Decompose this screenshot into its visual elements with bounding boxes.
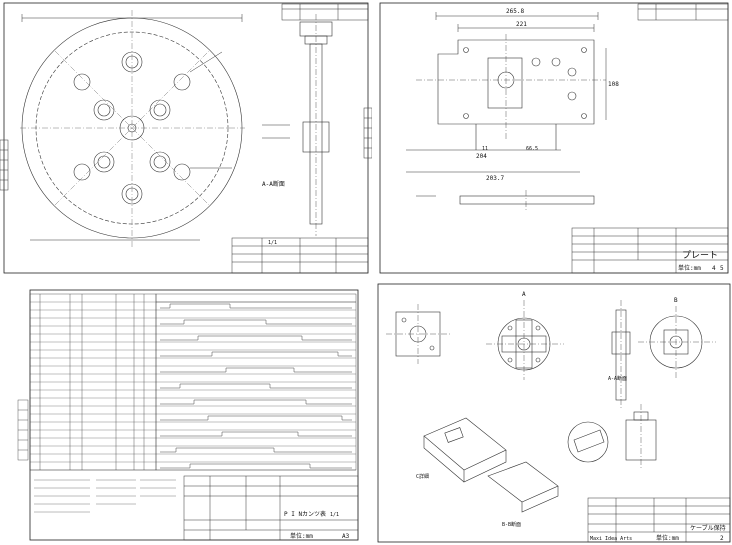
small-part <box>625 404 657 470</box>
detail-label-c: C詳細 <box>416 473 429 480</box>
cable-holder-title: ケーブル保持 <box>690 524 726 532</box>
unit-text-4: 単位:mm <box>656 534 679 542</box>
sheet-4-drawing: A A-A断面 B C詳細 B-B断面 <box>377 283 731 543</box>
section-label-bb: B-B断面 <box>502 521 521 528</box>
view-label-b: B <box>674 297 678 304</box>
plate-plan <box>416 34 606 150</box>
view-right <box>638 306 716 380</box>
scale-text: 1/1 <box>268 240 277 246</box>
title-block-1 <box>231 237 369 274</box>
sheet-total-2: 5 <box>720 265 724 272</box>
part-name: プレート <box>682 250 718 261</box>
dim-part-b: 66.5 <box>526 146 538 152</box>
timing-wave <box>160 415 352 421</box>
unit-text-3: 単位:mm <box>290 532 313 540</box>
drawing-sheet-2: 265.8 221 204 203.7 108 11 66.5 <box>376 0 732 278</box>
sheet-2-drawing: 265.8 221 204 203.7 108 11 66.5 <box>379 2 729 274</box>
scale-text-3: 1/1 <box>330 512 339 518</box>
timing-chart <box>155 293 357 471</box>
view-centre <box>486 300 564 380</box>
title-block-2 <box>571 227 729 274</box>
timing-wave <box>160 351 352 357</box>
dim-overall: 265.8 <box>506 8 524 15</box>
view-label-a: A <box>522 291 526 298</box>
timing-wave <box>160 447 352 453</box>
timing-wave <box>160 463 352 469</box>
iso-detail <box>423 417 507 483</box>
unit-text-2: 単位:mm <box>678 264 701 272</box>
view-side <box>611 300 631 410</box>
side-view <box>262 14 333 236</box>
view-left <box>386 304 452 364</box>
dim-lower-2: 203.7 <box>486 175 504 182</box>
sheet-no-4: 2 <box>720 535 724 542</box>
title-block-3 <box>183 475 359 541</box>
timing-wave <box>160 319 352 325</box>
sheet-no-2: 4 <box>712 265 716 272</box>
title-block-4 <box>587 497 731 543</box>
timing-wave <box>160 367 352 373</box>
dim-side: 108 <box>608 81 619 88</box>
dim-part-a: 11 <box>482 146 488 152</box>
sheet-id-3: A3 <box>342 533 350 540</box>
drawing-sheet-4: A A-A断面 B C詳細 B-B断面 <box>376 280 732 545</box>
timing-wave <box>160 303 352 309</box>
timing-wave <box>160 399 352 405</box>
sheet-3-drawing: P I Nカンツ表 1/1 単位:mm A3 <box>17 289 359 541</box>
dim-lower-1: 204 <box>476 153 487 160</box>
timing-wave <box>160 431 352 437</box>
drawing-sheet-3: P I Nカンツ表 1/1 単位:mm A3 <box>0 280 372 545</box>
company-name: Maxi Idea Arts <box>590 536 632 542</box>
table-title: P I Nカンツ表 <box>284 510 326 518</box>
detail-circle <box>567 421 609 463</box>
section-label-4: A-A断面 <box>608 375 627 382</box>
section-label: A-A断面 <box>262 180 285 188</box>
timing-wave <box>160 335 352 341</box>
dim-upper: 221 <box>516 21 527 28</box>
sheet-1-drawing: A-A断面 1/1 <box>0 2 372 274</box>
plate-side <box>416 190 595 210</box>
drawing-sheet-1: A-A断面 1/1 <box>0 0 372 278</box>
timing-wave <box>160 383 352 389</box>
section-bb <box>487 461 559 513</box>
